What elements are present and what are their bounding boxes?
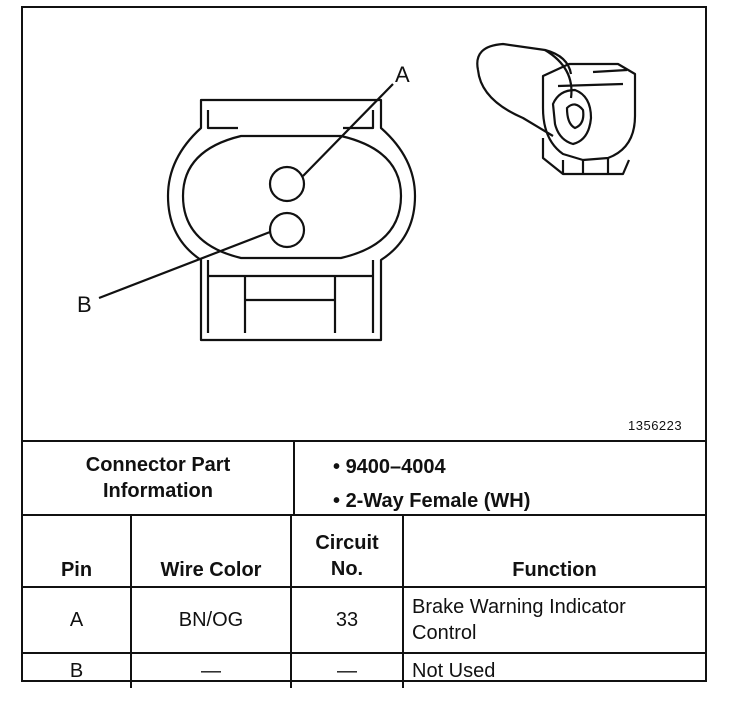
pin-cell: B	[23, 652, 132, 688]
function-cell: Brake Warning Indicator Control	[402, 586, 705, 654]
pin-table-header: Pin Wire Color Circuit No. Function	[23, 514, 705, 588]
wire-color-cell: BN/OG	[130, 586, 292, 654]
header-pin: Pin	[23, 514, 132, 588]
pin-table: Pin Wire Color Circuit No. Function A BN…	[23, 514, 705, 688]
figure-id: 1356223	[628, 418, 683, 433]
leader-line-b	[98, 230, 271, 300]
leader-line-a	[302, 83, 394, 177]
connector-illustration: A B	[77, 42, 637, 342]
pin-cavity-a	[268, 165, 306, 203]
circuit-no-cell: 33	[290, 586, 404, 654]
connector-front-view	[166, 98, 417, 342]
connector-part-info-label: Connector Part Information	[23, 442, 295, 514]
connector-drawing-area: A B 1356223	[23, 8, 705, 438]
connector-diagram-frame: A B 1356223 Connector Part Information 9…	[21, 6, 707, 688]
part-number: 9400–4004	[333, 450, 530, 484]
table-row: B — — Not Used	[23, 652, 705, 688]
header-function: Function	[402, 514, 705, 588]
connector-isometric-view	[476, 42, 637, 176]
header-wire-color: Wire Color	[130, 514, 292, 588]
connector-part-info-values: 9400–4004 2-Way Female (WH)	[333, 450, 531, 518]
connector-part-info-row: Connector Part Information 9400–4004 2-W…	[23, 440, 705, 514]
pin-cell: A	[23, 586, 132, 654]
circuit-no-cell: —	[290, 652, 404, 688]
pin-cavity-b	[268, 211, 306, 249]
wire-color-cell: —	[130, 652, 292, 688]
callout-b-label: B	[77, 292, 92, 317]
header-circuit-no: Circuit No.	[290, 514, 404, 588]
connector-type: 2-Way Female (WH)	[333, 484, 531, 518]
callout-a-label: A	[395, 62, 410, 87]
table-row: A BN/OG 33 Brake Warning Indicator Contr…	[23, 586, 705, 654]
function-cell: Not Used	[402, 652, 705, 688]
